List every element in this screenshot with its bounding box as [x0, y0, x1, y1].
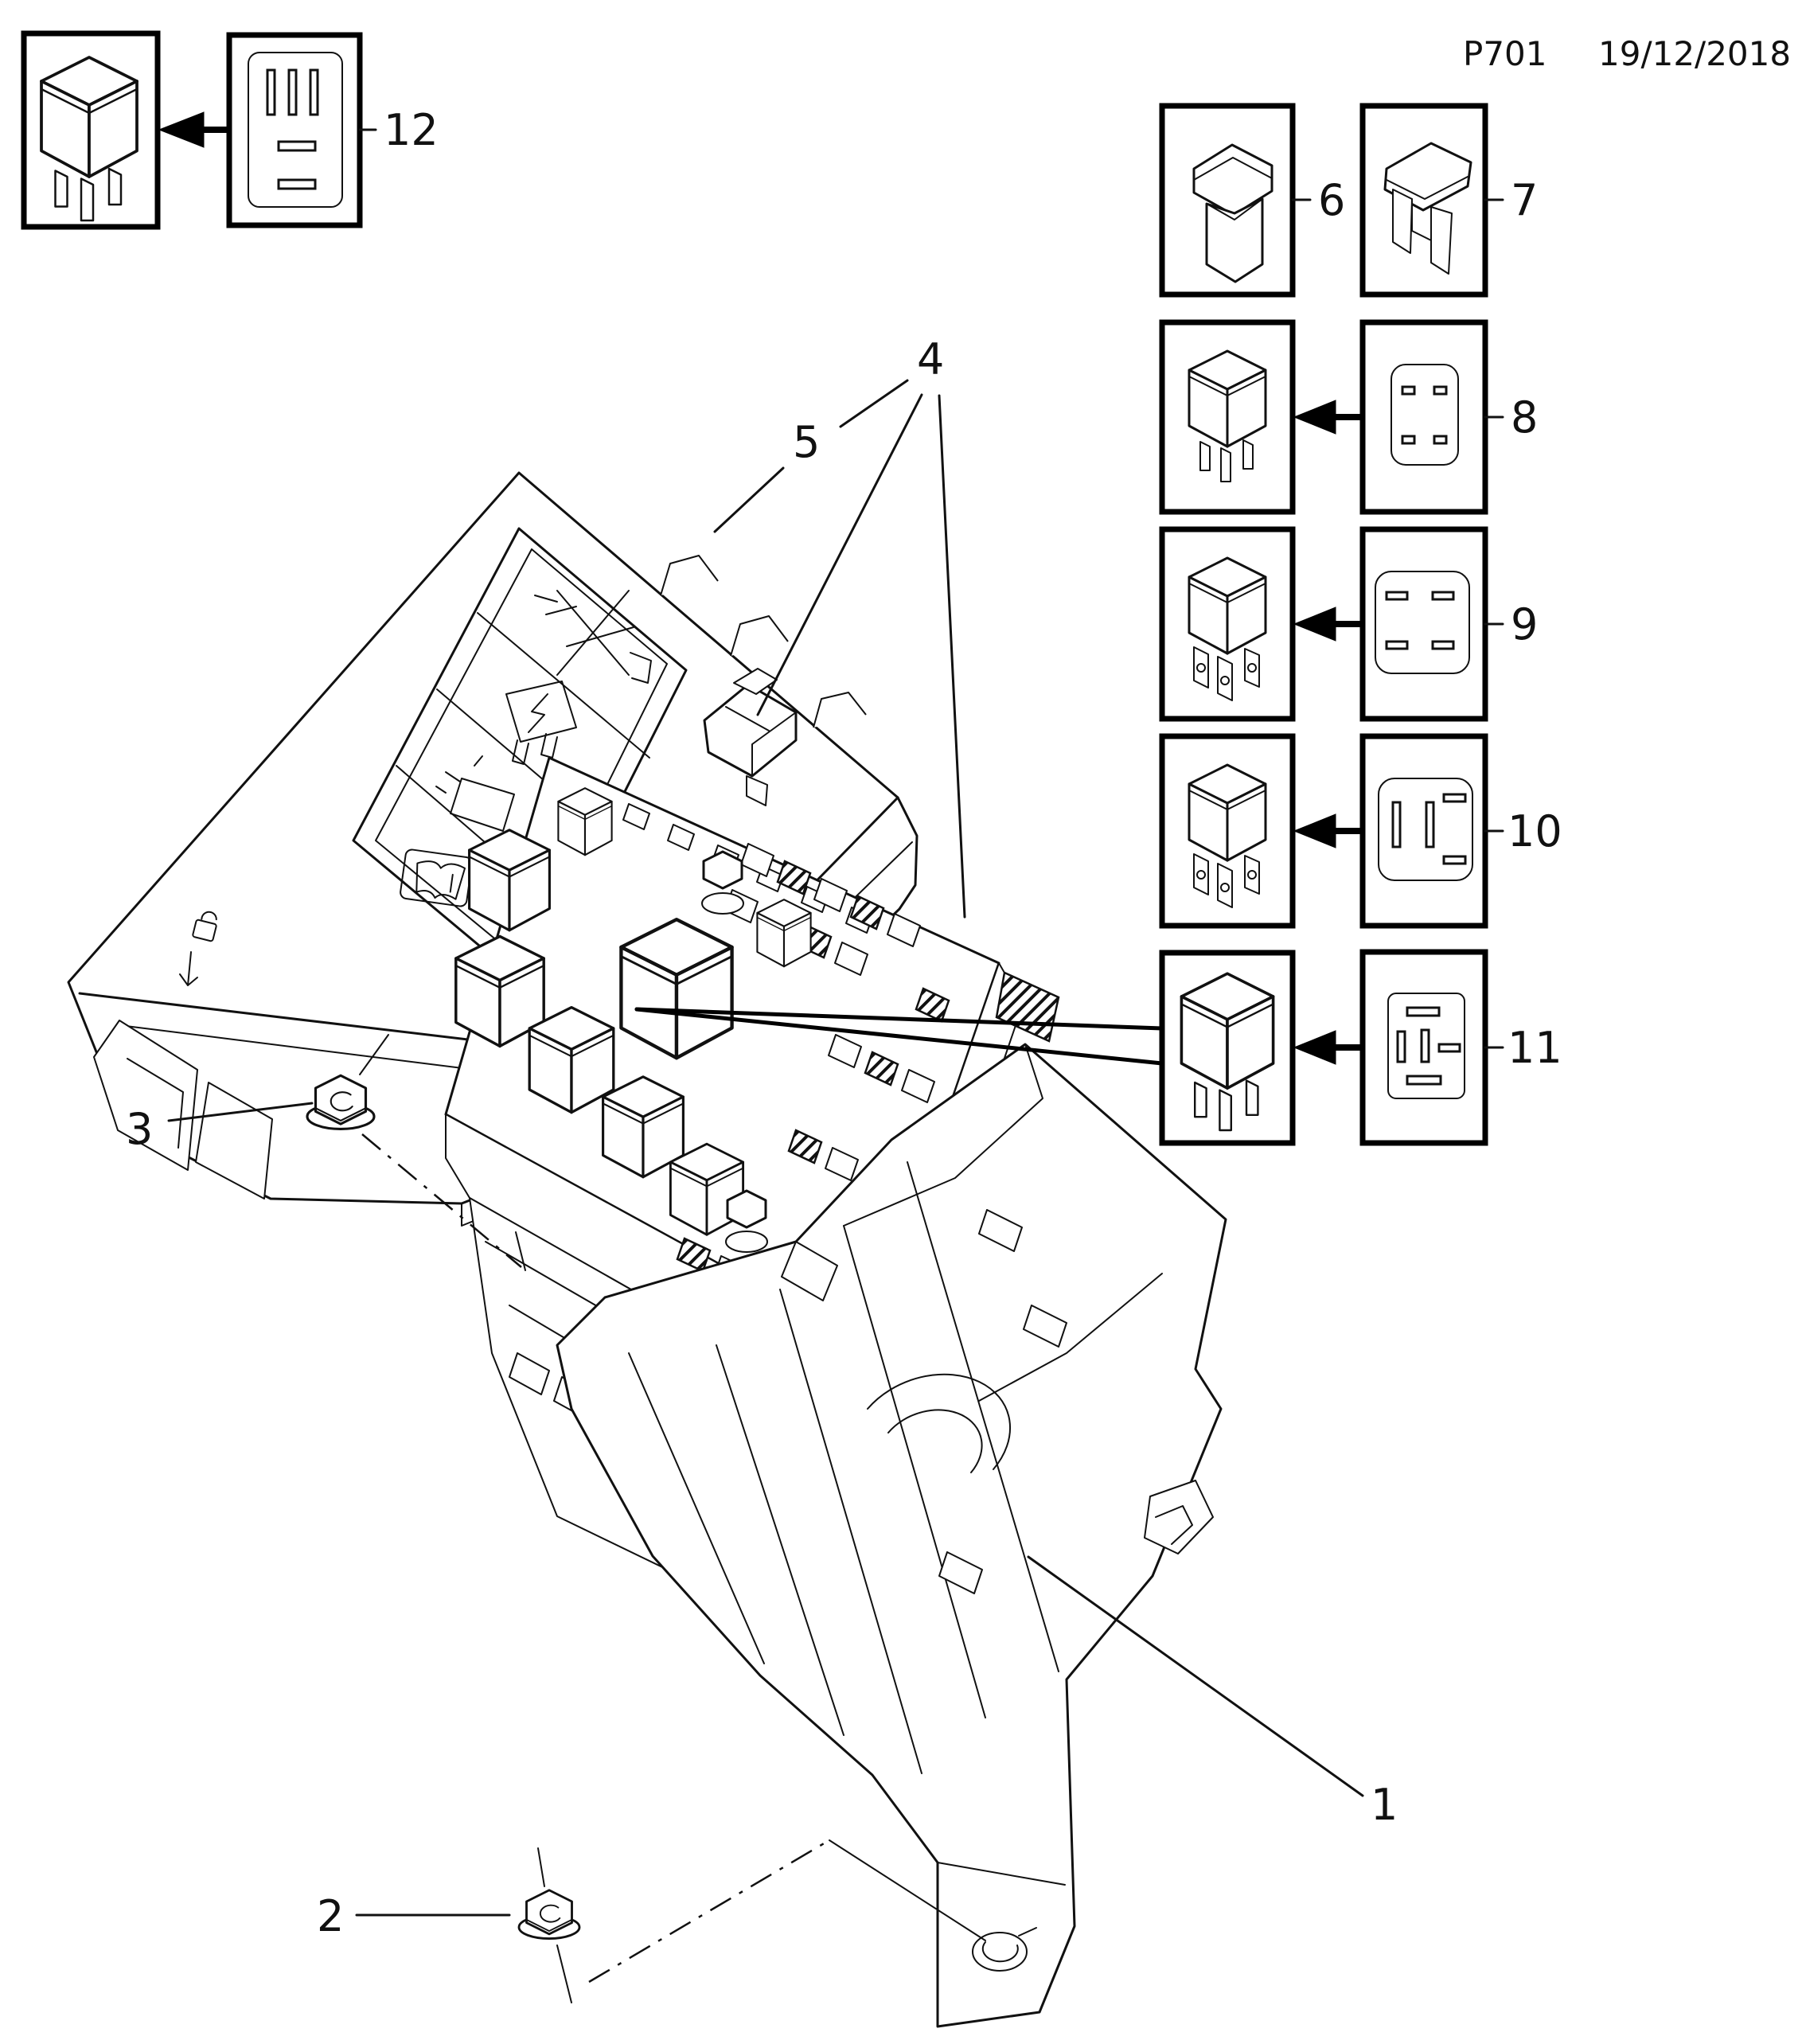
assembly-axis	[361, 1133, 522, 1268]
flange-nut-2	[517, 1839, 986, 2003]
bracket-foot	[937, 1862, 1066, 1972]
arrow-left-icon	[158, 111, 205, 148]
callouts: 4 5 3 2 1	[126, 334, 1398, 1941]
plug-lightning-icon	[505, 681, 577, 765]
callout-8: 8	[1511, 392, 1538, 443]
callout-10: 10	[1508, 806, 1562, 856]
callout-4: 4	[917, 334, 944, 384]
drawing-code: P701	[1463, 34, 1547, 73]
arrow-left-icon	[1293, 1030, 1336, 1065]
header: P701 19/12/2018	[1463, 34, 1791, 73]
legend-row-11: 11	[1159, 949, 1562, 1146]
mounting-bracket	[556, 1043, 1227, 2028]
mount-stud	[515, 1231, 526, 1271]
arrow-left-icon	[1293, 400, 1336, 435]
socket-8-icon	[1391, 364, 1459, 466]
micro-relay-blades-icon	[1189, 558, 1266, 700]
unlock-arrow-icon	[179, 911, 217, 986]
callout-2: 2	[317, 1891, 344, 1941]
socket-10-icon	[1378, 778, 1473, 881]
callout-1: 1	[1371, 1780, 1398, 1830]
battery-acid-icon	[435, 755, 515, 832]
arrow-left-icon	[1293, 813, 1336, 848]
drawing-date: 19/12/2018	[1598, 34, 1791, 73]
micro-relay-blades-icon	[1189, 765, 1266, 907]
callout-3: 3	[126, 1104, 153, 1154]
bracket-clip	[1144, 1480, 1214, 1554]
legend-row-6-7: 6 7	[1159, 103, 1538, 298]
blade-fuse-icon	[1383, 142, 1472, 275]
arrow-left-icon	[1293, 607, 1336, 642]
legend-row-8: 8	[1159, 319, 1538, 515]
wiring-connector	[703, 668, 798, 806]
callout-5: 5	[793, 417, 820, 467]
bolt-post	[701, 850, 744, 915]
callout-7: 7	[1511, 175, 1538, 225]
warning-label-strip	[352, 527, 688, 987]
socket-9-icon	[1375, 571, 1470, 674]
callout-12: 12	[384, 105, 439, 155]
cube-fuse-icon	[1192, 143, 1273, 283]
callout-11: 11	[1508, 1023, 1562, 1073]
socket-12-icon	[248, 52, 343, 208]
legend-row-9: 9	[1159, 526, 1538, 722]
leader-lines	[167, 379, 1364, 1917]
callout-9: 9	[1511, 599, 1538, 649]
bolt-post	[725, 1189, 768, 1253]
callout-6: 6	[1318, 175, 1345, 225]
socket-11-icon	[1387, 993, 1465, 1099]
legend-row-12: 12	[21, 30, 439, 230]
legend-row-10: 10	[1159, 733, 1562, 929]
assembly-axis	[588, 1839, 830, 1984]
no-naked-flame-icon	[534, 590, 652, 684]
flange-nut-3	[306, 1034, 522, 1268]
